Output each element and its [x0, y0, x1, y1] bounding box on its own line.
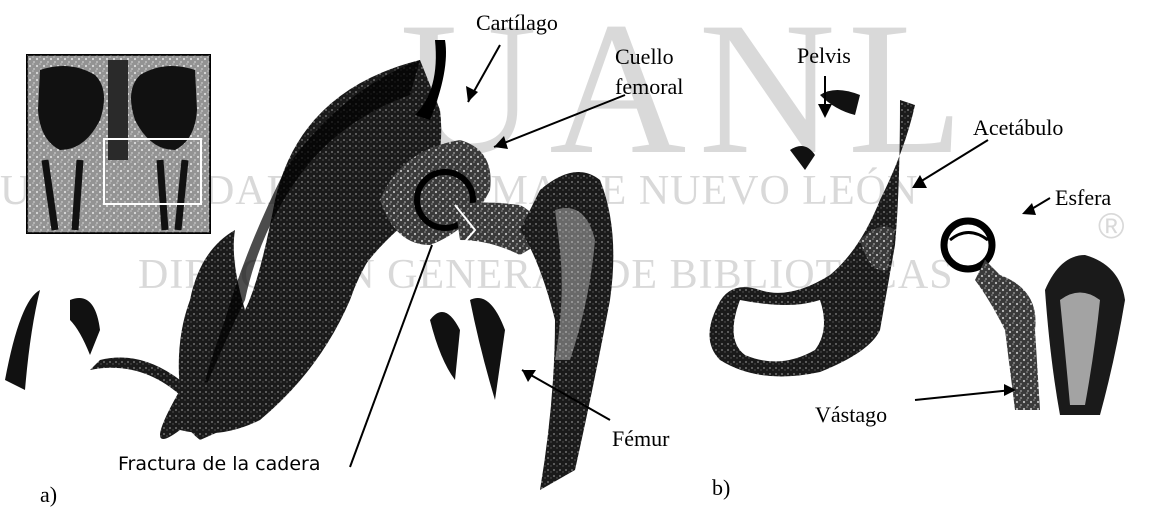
label-femoral-neck: Cuello femoral	[615, 42, 683, 102]
label-stem: Vástago	[815, 402, 887, 428]
label-hip-fracture: Fractura de la cadera	[118, 453, 320, 475]
panel-b-tag: b)	[712, 475, 730, 501]
label-cartilage: Cartílago	[476, 10, 558, 36]
label-sphere: Esfera	[1055, 185, 1111, 211]
xray-inset	[27, 55, 210, 233]
panel-a-tag: a)	[40, 482, 57, 508]
hip-prosthesis	[944, 221, 1125, 415]
label-acetabulum: Acetábulo	[973, 115, 1063, 141]
label-pelvis: Pelvis	[797, 43, 851, 69]
label-femur: Fémur	[612, 426, 669, 452]
